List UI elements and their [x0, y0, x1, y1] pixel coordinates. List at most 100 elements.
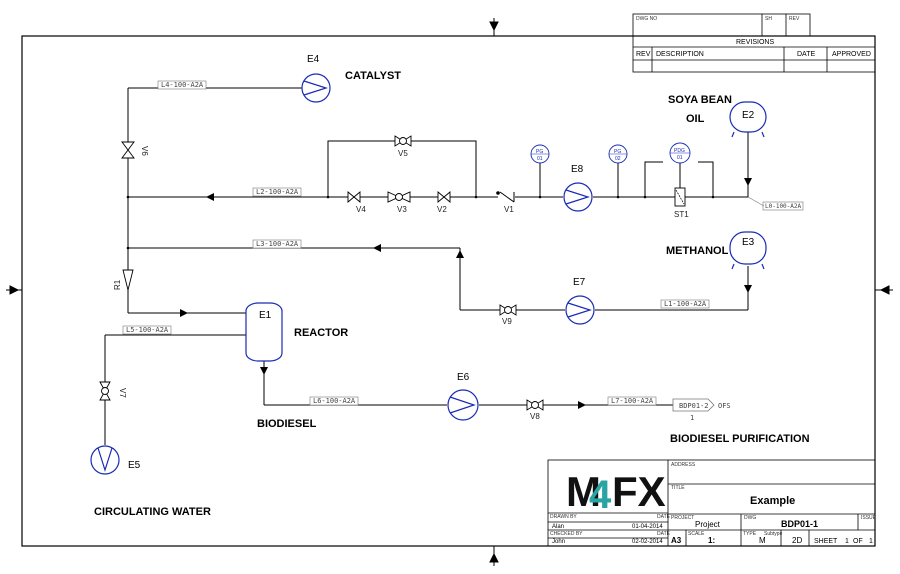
drawn-date: 01-04-2014: [632, 524, 663, 530]
tank-e2: [729, 101, 767, 138]
pipelines: [104, 87, 749, 445]
checked-date: 02-02-2014: [632, 539, 663, 545]
logo-m: M: [566, 468, 601, 515]
label-oil: OIL: [686, 113, 705, 125]
pg01-tag: PG: [536, 149, 543, 155]
tag-e6: E6: [457, 372, 470, 383]
tag-v3: V3: [397, 205, 407, 214]
sheet-number: 1: [845, 538, 849, 545]
tag-st1: ST1: [674, 210, 689, 219]
label-catalyst: CATALYST: [345, 70, 401, 82]
address-label: ADDRESS: [671, 462, 696, 468]
tag-e7: E7: [573, 277, 586, 288]
dwg-number: BDP01-1: [781, 519, 818, 529]
reactor-e1: [245, 302, 283, 362]
pdg01-tag: PDG: [674, 148, 685, 154]
line-l6: L6-100-A2A: [313, 397, 356, 405]
label-reactor: REACTOR: [294, 327, 348, 339]
tag-v4: V4: [356, 205, 366, 214]
label-circulating-water: CIRCULATING WATER: [94, 506, 211, 518]
of-label: OF: [853, 538, 863, 545]
type-label: TYPE: [743, 531, 757, 537]
line-l3: L3-100-A2A: [256, 240, 299, 248]
drawn-by: Alan: [552, 524, 564, 530]
offpage-num: 1: [690, 414, 694, 422]
label-soya-bean: SOYA BEAN: [668, 94, 732, 106]
tag-v2: V2: [437, 205, 447, 214]
checked-date-label: DATE: [657, 531, 671, 537]
description-col: DESCRIPTION: [656, 51, 704, 58]
offpage-connector: [672, 398, 715, 412]
line-label-boxes: [122, 80, 804, 406]
sheet-label: SHEET: [814, 538, 838, 545]
label-biodiesel-purification: BIODIESEL PURIFICATION: [670, 433, 810, 445]
drawn-date-label: DATE: [657, 514, 671, 520]
sh-label: SH: [765, 16, 772, 22]
sheet-size: A3: [671, 536, 682, 545]
rev-col: REV: [636, 51, 651, 58]
type-value: M: [759, 536, 766, 545]
offpage-ofs: OFS: [718, 402, 731, 410]
instrument-pg01: [530, 144, 550, 164]
pdg01-num: 01: [677, 155, 683, 161]
pg02-tag: PG: [614, 149, 621, 155]
tag-r1: R1: [113, 279, 122, 290]
check-valve: [499, 191, 515, 203]
instrument-pg02: [608, 144, 628, 164]
scale-value: 1:: [708, 536, 715, 545]
pump-e5: [90, 445, 120, 475]
tag-e8: E8: [571, 164, 584, 175]
centering-marks: [6, 18, 893, 566]
logo-fx: FX: [612, 468, 666, 515]
scale-label: SCALE: [688, 531, 705, 537]
tag-v6: V6: [140, 146, 149, 156]
label-methanol: METHANOL: [666, 245, 729, 257]
line-l2: L2-100-A2A: [256, 188, 299, 196]
drawing-frame: [21, 35, 876, 547]
tag-v9: V9: [502, 317, 512, 326]
rev-label: REV: [789, 16, 800, 22]
issue-label: ISSUE: [861, 515, 877, 521]
tag-v7: V7: [118, 388, 127, 398]
project-name: Project: [695, 520, 721, 529]
pump-e6: [447, 389, 479, 421]
instrument-pdg01: [669, 142, 691, 164]
tag-v5: V5: [398, 149, 408, 158]
pg01-num: 01: [537, 156, 543, 162]
revisions-block: [632, 13, 876, 73]
label-biodiesel: BIODIESEL: [257, 418, 317, 430]
line-l1: L1-100-A2A: [664, 300, 707, 308]
tag-v8: V8: [530, 412, 540, 421]
checked-by-label: CHECKED BY: [550, 531, 583, 537]
ball-valves: [99, 135, 544, 411]
line-l7: L7-100-A2A: [611, 397, 654, 405]
pump-e7: [565, 295, 595, 325]
tag-e4: E4: [307, 54, 320, 65]
dwg-no-label: DWG NO: [636, 16, 657, 22]
pump-e4: [301, 73, 331, 103]
project-label: PROJECT: [671, 515, 694, 521]
dwg-label: DWG: [744, 515, 756, 521]
tag-v1: V1: [504, 205, 514, 214]
tag-e5: E5: [128, 460, 141, 471]
gate-valves: [121, 141, 451, 203]
pg02-num: 02: [615, 156, 621, 162]
tag-e2: E2: [742, 110, 755, 121]
pump-e8: [563, 182, 593, 212]
checked-by: John: [552, 539, 565, 545]
instrument-taps: [539, 160, 681, 197]
offpage-ref: BDP01-2: [679, 402, 709, 410]
tank-e3: [729, 231, 767, 270]
flow-arrows: [180, 178, 752, 409]
drawing-title: Example: [750, 495, 795, 507]
m4fx-logo: M 4 FX: [566, 468, 666, 517]
date-col: DATE: [797, 51, 815, 58]
strainer-symbol: [674, 187, 686, 207]
line-l0: L0-100-A2A: [765, 203, 802, 210]
drawn-by-label: DRAWN BY: [550, 514, 577, 520]
logo-4: 4: [589, 473, 612, 517]
junction-dots: [126, 191, 715, 250]
l0-leader: [747, 196, 765, 207]
revisions-label: REVISIONS: [736, 39, 774, 46]
